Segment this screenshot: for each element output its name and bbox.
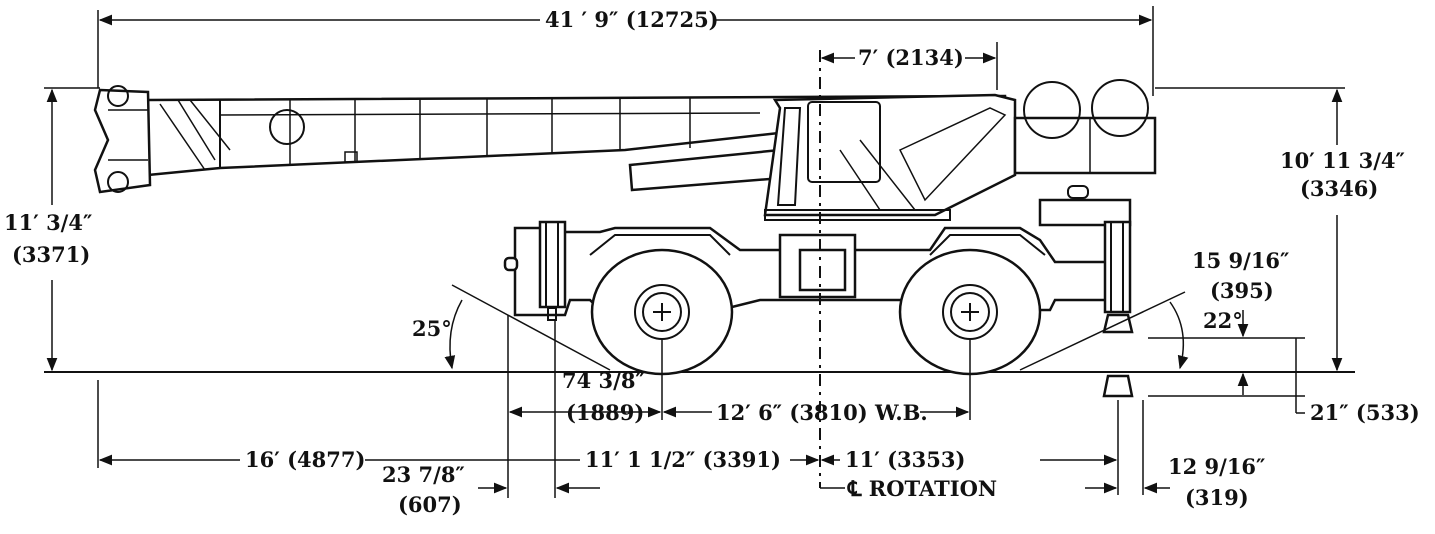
- wheelbase-label: 12′ 6″ (3810) W.B.: [716, 400, 928, 425]
- outrigger-clearance-dimension: [1148, 310, 1305, 414]
- left-height-dimension: [44, 87, 100, 372]
- cab-offset-dimension: [820, 42, 998, 90]
- outrigger-to-rotation-label: 11′ 1 1/2″ (3391): [585, 447, 781, 472]
- lift-cylinder: [628, 148, 784, 192]
- outrigger-front-mm-label: (607): [398, 492, 462, 517]
- left-height-mm-label: (3371): [12, 242, 90, 267]
- approach-angle: [444, 284, 611, 371]
- outrigger-rear-mm-label: (319): [1185, 485, 1249, 510]
- rotation-label: ℄ ROTATION: [847, 476, 997, 501]
- departure-angle-label: 22°: [1203, 308, 1243, 333]
- front-overhang-ft-label: 74 3/8″: [562, 368, 645, 393]
- overall-length-label: 41 ′ 9″ (12725): [545, 7, 719, 32]
- front-wheel: [590, 248, 734, 376]
- clearance-ft-label: 15 9/16″: [1192, 248, 1289, 273]
- front-overhang-mm-label: (1889): [566, 400, 644, 425]
- front-outrigger: [538, 220, 567, 321]
- clearance-mm-label: (395): [1210, 278, 1274, 303]
- cab-offset-label: 7′ (2134): [858, 45, 964, 70]
- cab: [763, 93, 1017, 221]
- wheelbase-dimension: [507, 315, 971, 498]
- rear-outrigger: [1102, 220, 1134, 398]
- outrigger-rear-ft-label: 12 9/16″: [1168, 454, 1265, 479]
- approach-angle-label: 25°: [412, 316, 452, 341]
- right-height-dimension: [1155, 87, 1345, 372]
- bottom-dimensions: [97, 320, 1170, 498]
- outrigger-front-ft-label: 23 7/8″: [382, 462, 465, 487]
- right-height-ft-label: 10′ 11 3/4″: [1280, 148, 1405, 173]
- front-to-rotation-label: 16′ (4877): [245, 447, 365, 472]
- outrigger-below-ground-label: 21″ (533): [1310, 400, 1420, 425]
- left-height-ft-label: 11′ 3/4″: [4, 210, 92, 235]
- counterweight: [1013, 79, 1157, 175]
- departure-angle: [1019, 291, 1189, 371]
- rear-wheel: [898, 248, 1042, 376]
- overall-length-dimension: [97, 6, 1154, 96]
- rotation-to-rear-label: 11′ (3353): [845, 447, 965, 472]
- right-height-mm-label: (3346): [1300, 176, 1378, 201]
